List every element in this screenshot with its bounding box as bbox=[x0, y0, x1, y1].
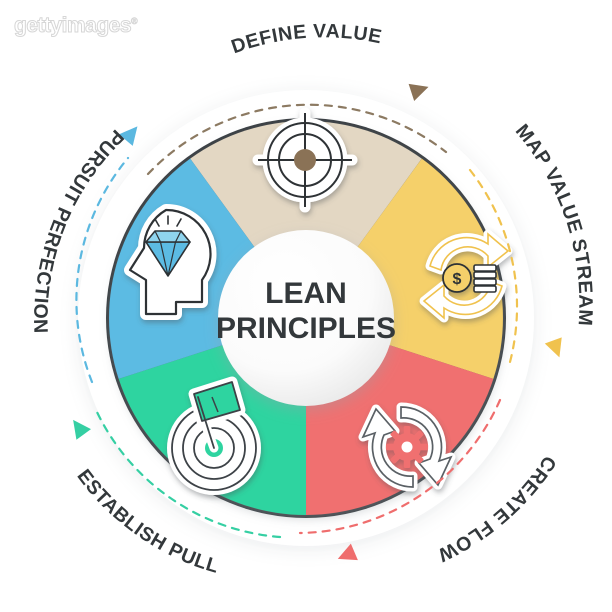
getty-images-watermark: gettyimages® bbox=[13, 14, 138, 38]
target-crosshair-icon bbox=[252, 107, 358, 213]
head-diamond-icon bbox=[124, 203, 217, 320]
gear-cycle-icon bbox=[358, 402, 456, 492]
diamond-shape bbox=[145, 215, 191, 277]
arrowhead-pursuit-perfection bbox=[118, 126, 138, 146]
center-title-line2: PRINCIPLES bbox=[216, 312, 396, 345]
center-hub[interactable] bbox=[218, 230, 394, 406]
watermark-text: gettyimages bbox=[13, 14, 132, 38]
center-title-line1: LEAN bbox=[265, 277, 347, 310]
arrowhead-create-flow bbox=[337, 543, 358, 561]
watermark-registered-mark: ® bbox=[131, 16, 138, 27]
flag-target-icon bbox=[167, 376, 261, 495]
arrowhead-establish-pull bbox=[73, 419, 91, 440]
money-cycle-icon: $ bbox=[419, 229, 513, 323]
arc-arrowheads bbox=[73, 83, 562, 561]
arrowhead-define-value bbox=[408, 83, 429, 102]
arrowhead-map-value-stream bbox=[544, 337, 562, 358]
segment-define-value[interactable] bbox=[190, 49, 457, 318]
label-define-value: DEFINE VALUE bbox=[228, 20, 383, 58]
svg-text:$: $ bbox=[453, 271, 462, 288]
